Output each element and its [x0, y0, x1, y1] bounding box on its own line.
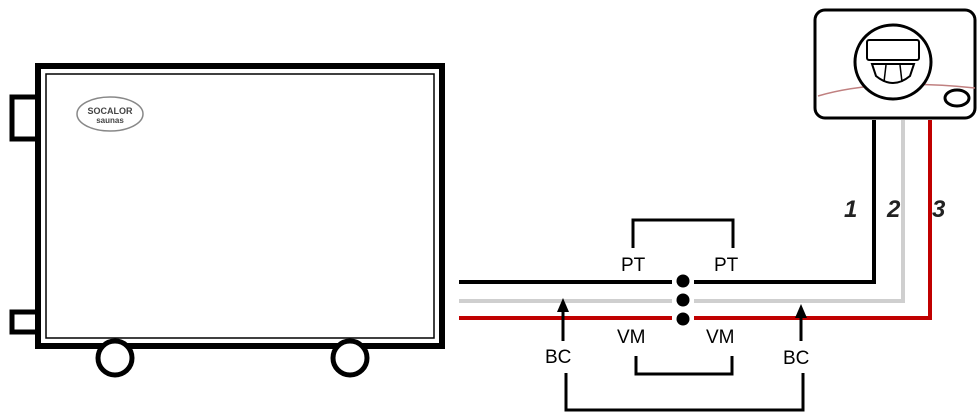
control-buttons-icon [870, 63, 916, 84]
wire-1-black [459, 120, 876, 284]
bc-bridge [564, 373, 805, 412]
junction-dots [672, 272, 694, 330]
control-display-icon [866, 39, 920, 61]
label-bc-right: BC [783, 348, 809, 369]
control-panel [813, 8, 977, 120]
vm-bridge [634, 356, 734, 376]
bc-arrow-right [795, 304, 807, 341]
label-bc-left: BC [545, 347, 571, 368]
control-dial [853, 23, 933, 101]
heater-inner-frame [45, 73, 435, 339]
control-power-button [943, 88, 971, 108]
pt-bridge [631, 218, 735, 248]
wire-3-red [459, 120, 932, 320]
heater-wheel-right [330, 338, 370, 378]
wire-number-3: 3 [932, 196, 946, 223]
label-pt-left: PT [621, 255, 646, 276]
logo-text-line2: saunas [96, 116, 124, 125]
heater-top-bracket [9, 94, 41, 142]
heater-wheel-left [95, 338, 135, 378]
logo-text-line1: SOCALOR [88, 106, 134, 116]
label-vm-left: VM [617, 327, 646, 348]
wire-number-1: 1 [844, 196, 857, 223]
label-vm-right: VM [706, 327, 735, 348]
socalor-logo: SOCALOR saunas [76, 96, 144, 132]
label-pt-right: PT [714, 255, 739, 276]
heater-bottom-bracket [9, 309, 41, 335]
wire-number-2: 2 [886, 196, 901, 223]
bc-arrow-left [557, 298, 569, 341]
sauna-heater: SOCALOR saunas [9, 63, 445, 378]
wire-2-grey [459, 120, 905, 303]
